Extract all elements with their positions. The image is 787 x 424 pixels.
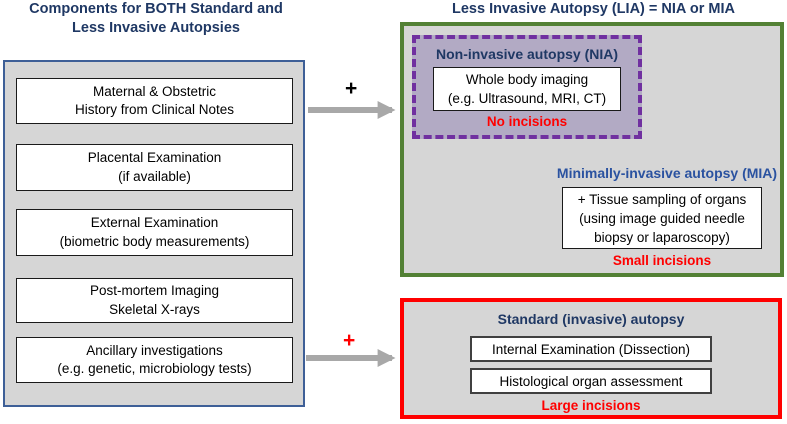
left-panel-title-line2: Less Invasive Autopsies: [72, 20, 240, 36]
component-box-line: External Examination: [90, 215, 219, 230]
component-box-line: (if available): [118, 168, 191, 184]
mia-caption: Small incisions: [612, 253, 712, 268]
nia-imaging-box: Whole body imaging (e.g. Ultrasound, MRI…: [433, 67, 621, 111]
component-box-line: Skeletal X-rays: [109, 301, 200, 317]
component-box-line: Placental Examination: [87, 150, 222, 165]
component-box-line: Post-mortem Imaging: [89, 283, 220, 298]
standard-autopsy-container: Standard (invasive) autopsy Internal Exa…: [400, 298, 782, 419]
component-box-line: History from Clinical Notes: [74, 102, 235, 117]
mia-tissue-line: (using image guided needle: [579, 210, 745, 226]
component-box-line: Ancillary investigations: [86, 342, 223, 358]
standard-box-histological-assessment: Histological organ assessment: [470, 368, 712, 394]
mia-heading: Minimally-invasive autopsy (MIA): [556, 165, 778, 181]
standard-box-internal-examination: Internal Examination (Dissection): [470, 336, 712, 362]
nia-heading: Non-invasive autopsy (NIA): [435, 46, 619, 62]
component-box-ancillary-investigations: Ancillary investigations (e.g. genetic, …: [16, 337, 293, 383]
component-box-maternal-history: Maternal & Obstetric History from Clinic…: [16, 78, 293, 124]
component-box-line: (biometric body measurements): [59, 233, 250, 249]
standard-caption: Large incisions: [541, 398, 641, 413]
lia-container: Non-invasive autopsy (NIA) Whole body im…: [400, 22, 784, 277]
mia-tissue-sampling-box: + Tissue sampling of organs (using image…: [562, 187, 762, 249]
nia-imaging-line: (e.g. Ultrasound, MRI, CT): [447, 91, 607, 106]
component-box-postmortem-imaging: Post-mortem Imaging Skeletal X-rays: [16, 278, 293, 323]
mia-tissue-line: biopsy or laparoscopy): [594, 229, 730, 245]
component-box-line: Maternal & Obstetric: [92, 83, 217, 99]
nia-box: Non-invasive autopsy (NIA) Whole body im…: [412, 35, 642, 139]
component-box-placental-examination: Placental Examination (if available): [16, 144, 293, 191]
component-box-line: (e.g. genetic, microbiology tests): [57, 361, 252, 376]
mia-tissue-line: + Tissue sampling of organs: [577, 191, 747, 207]
plus-sign-top: +: [345, 77, 358, 100]
plus-sign-bottom-red: +: [343, 329, 356, 352]
component-box-external-examination: External Examination (biometric body mea…: [16, 209, 293, 256]
nia-caption: No incisions: [486, 114, 568, 129]
shared-components-panel: Maternal & Obstetric History from Clinic…: [3, 60, 305, 407]
standard-heading: Standard (invasive) autopsy: [497, 311, 685, 327]
left-panel-title-line1: Components for BOTH Standard and: [29, 1, 283, 17]
left-panel-title: Components for BOTH Standard and Less In…: [0, 0, 312, 38]
lia-title: Less Invasive Autopsy (LIA) = NIA or MIA: [452, 1, 735, 17]
nia-imaging-line: Whole body imaging: [465, 72, 589, 87]
